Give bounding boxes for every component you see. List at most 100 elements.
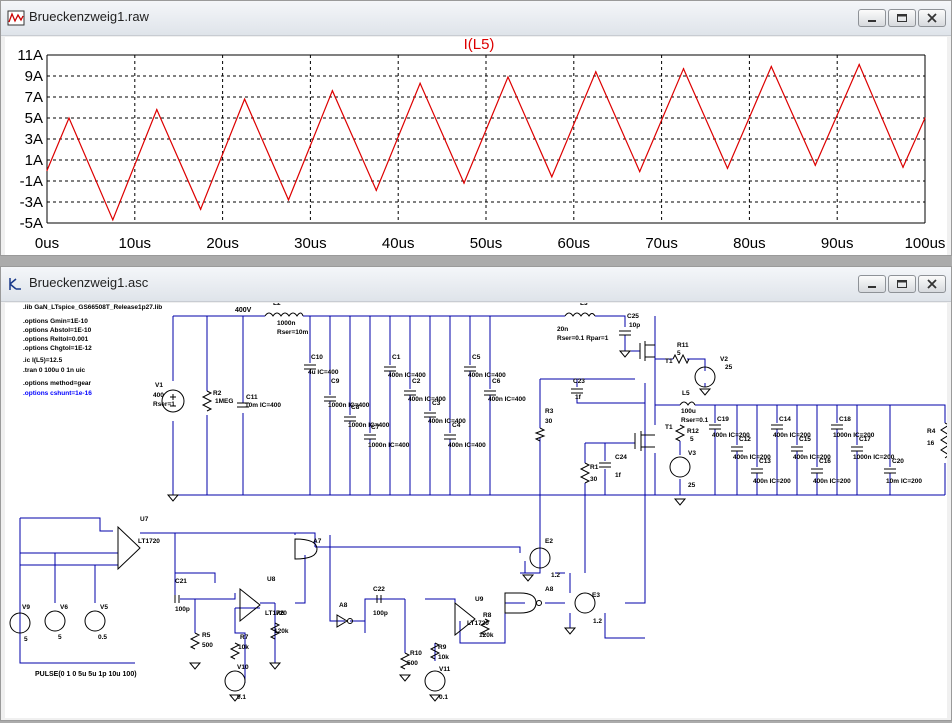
component-label[interactable]: C9 [331, 378, 340, 385]
component-label[interactable]: C23 [573, 378, 585, 385]
directive[interactable]: .ic I(L5)=12.5 [23, 357, 63, 364]
component-label[interactable]: 1f [615, 472, 622, 479]
trace-label[interactable]: I(L5) [464, 36, 495, 53]
component-label[interactable]: 1000n IC=200 [833, 432, 875, 439]
component-label[interactable]: R11 [677, 342, 689, 349]
component-label[interactable]: R8 [483, 612, 492, 619]
component-label[interactable]: E2 [545, 538, 553, 545]
component-label[interactable]: 400n IC=200 [733, 454, 771, 461]
component-label[interactable]: C2 [412, 378, 421, 385]
component-label[interactable]: 1000n IC=400 [348, 422, 390, 429]
component-label[interactable]: V1 [155, 382, 163, 389]
component-label[interactable]: LT1720 [265, 610, 287, 617]
component-label[interactable]: L3 [580, 300, 588, 307]
component-label[interactable]: C24 [615, 454, 627, 461]
component-label[interactable]: C22 [373, 586, 385, 593]
component-label[interactable]: 10m IC=400 [245, 402, 281, 409]
component-label[interactable]: 10k [438, 654, 449, 661]
component-label[interactable]: C12 [739, 436, 751, 443]
component-label[interactable]: 0.1 [439, 694, 448, 701]
component-label[interactable]: 0.5 [98, 634, 107, 641]
component-label[interactable]: C16 [819, 458, 831, 465]
component-label[interactable]: Rser=1 [153, 401, 175, 408]
component-label[interactable]: R4 [927, 428, 936, 435]
component-label[interactable]: C19 [717, 416, 729, 423]
component-label[interactable]: 10m IC=200 [886, 478, 922, 485]
component-label[interactable]: 1000n [277, 320, 295, 327]
component-label[interactable]: 25 [688, 482, 696, 489]
component-label[interactable]: 100p [175, 606, 190, 613]
component-label[interactable]: 120k [479, 632, 494, 639]
component-label[interactable]: 400n IC=200 [813, 478, 851, 485]
component-label[interactable]: 400n IC=200 [793, 454, 831, 461]
component-label[interactable]: V3 [688, 450, 696, 457]
component-label[interactable]: C20 [892, 458, 904, 465]
close-button[interactable] [918, 275, 946, 293]
directive[interactable]: .options method=gear [23, 380, 92, 387]
component-label[interactable]: C6 [492, 378, 501, 385]
component-label[interactable]: 30 [590, 476, 598, 483]
component-label[interactable]: R9 [438, 644, 447, 651]
component-label[interactable]: C7 [371, 424, 380, 431]
net-label-400v[interactable]: 400V [235, 307, 252, 314]
directive[interactable]: .tran 0 100u 0 1n uic [23, 367, 86, 374]
directive[interactable]: .options Reltol=0.001 [23, 336, 89, 343]
component-label[interactable]: U9 [475, 596, 484, 603]
component-label[interactable]: C13 [759, 458, 771, 465]
component-label[interactable]: T1 [665, 358, 673, 365]
component-label[interactable]: V10 [237, 664, 249, 671]
component-label[interactable]: 5 [24, 636, 28, 643]
directive[interactable]: .options Gmin=1E-10 [23, 318, 88, 325]
component-label[interactable]: C17 [859, 436, 871, 443]
component-label[interactable]: C21 [175, 578, 187, 585]
component-label[interactable]: R2 [213, 390, 222, 397]
component-label[interactable]: T1 [665, 424, 673, 431]
directive[interactable]: .options Chgtol=1E-12 [23, 345, 92, 352]
component-label[interactable]: R7 [240, 634, 249, 641]
component-label[interactable]: R3 [545, 408, 554, 415]
component-label[interactable]: A7 [313, 538, 322, 545]
component-label[interactable]: 100u [681, 408, 696, 415]
schematic-titlebar[interactable]: Brueckenzweig1.asc [1, 267, 951, 302]
component-label[interactable]: C18 [839, 416, 851, 423]
component-label[interactable]: 400n IC=200 [773, 432, 811, 439]
component-label[interactable]: LT1720 [467, 620, 489, 627]
directive[interactable]: .lib GaN_LTspice_GS66508T_Release1p27.li… [23, 304, 162, 311]
component-label[interactable]: 500 [407, 660, 418, 667]
component-label[interactable]: 16 [927, 440, 935, 447]
waveform-titlebar[interactable]: Brueckenzweig1.raw [1, 1, 951, 36]
directive[interactable]: .options Abstol=1E-10 [23, 327, 92, 334]
pulse-spec[interactable]: PULSE(0 1 0 5u 5u 1p 10u 100) [35, 671, 137, 678]
component-label[interactable]: C8 [351, 404, 360, 411]
component-label[interactable]: V6 [60, 604, 68, 611]
component-label[interactable]: 5 [677, 350, 681, 357]
component-label[interactable]: 400n IC=400 [448, 442, 486, 449]
component-label[interactable]: 100p [373, 610, 388, 617]
component-label[interactable]: 1MEG [215, 398, 233, 405]
component-label[interactable]: 400n IC=400 [428, 418, 466, 425]
component-label[interactable]: 500 [202, 642, 213, 649]
component-label[interactable]: V5 [100, 604, 108, 611]
component-label[interactable]: 30 [545, 418, 553, 425]
series-line-i-l5[interactable] [46, 62, 926, 222]
component-label[interactable]: 0.1 [237, 694, 246, 701]
component-label[interactable]: C5 [472, 354, 481, 361]
close-button[interactable] [918, 9, 946, 27]
schematic-drawing[interactable]: .lib GaN_LTspice_GS66508T_Release1p27.li… [5, 300, 951, 718]
component-label[interactable]: R5 [202, 632, 211, 639]
component-label[interactable]: Rser=0.1 Rpar=1 [557, 335, 609, 342]
component-label[interactable]: 120k [274, 628, 289, 635]
component-label[interactable]: U8 [267, 576, 276, 583]
minimize-button[interactable] [858, 275, 886, 293]
component-label[interactable]: 1000n IC=400 [368, 442, 410, 449]
component-label[interactable]: A8 [339, 602, 348, 609]
schematic-canvas[interactable]: .lib GaN_LTspice_GS66508T_Release1p27.li… [5, 300, 951, 718]
component-label[interactable]: 1.2 [593, 618, 602, 625]
component-label[interactable]: 400n IC=400 [468, 372, 506, 379]
component-label[interactable]: 400 [153, 392, 164, 399]
component-label[interactable]: C1 [392, 354, 401, 361]
component-label[interactable]: Rser=10m [277, 329, 308, 336]
component-label[interactable]: R6 [276, 610, 285, 617]
minimize-button[interactable] [858, 9, 886, 27]
